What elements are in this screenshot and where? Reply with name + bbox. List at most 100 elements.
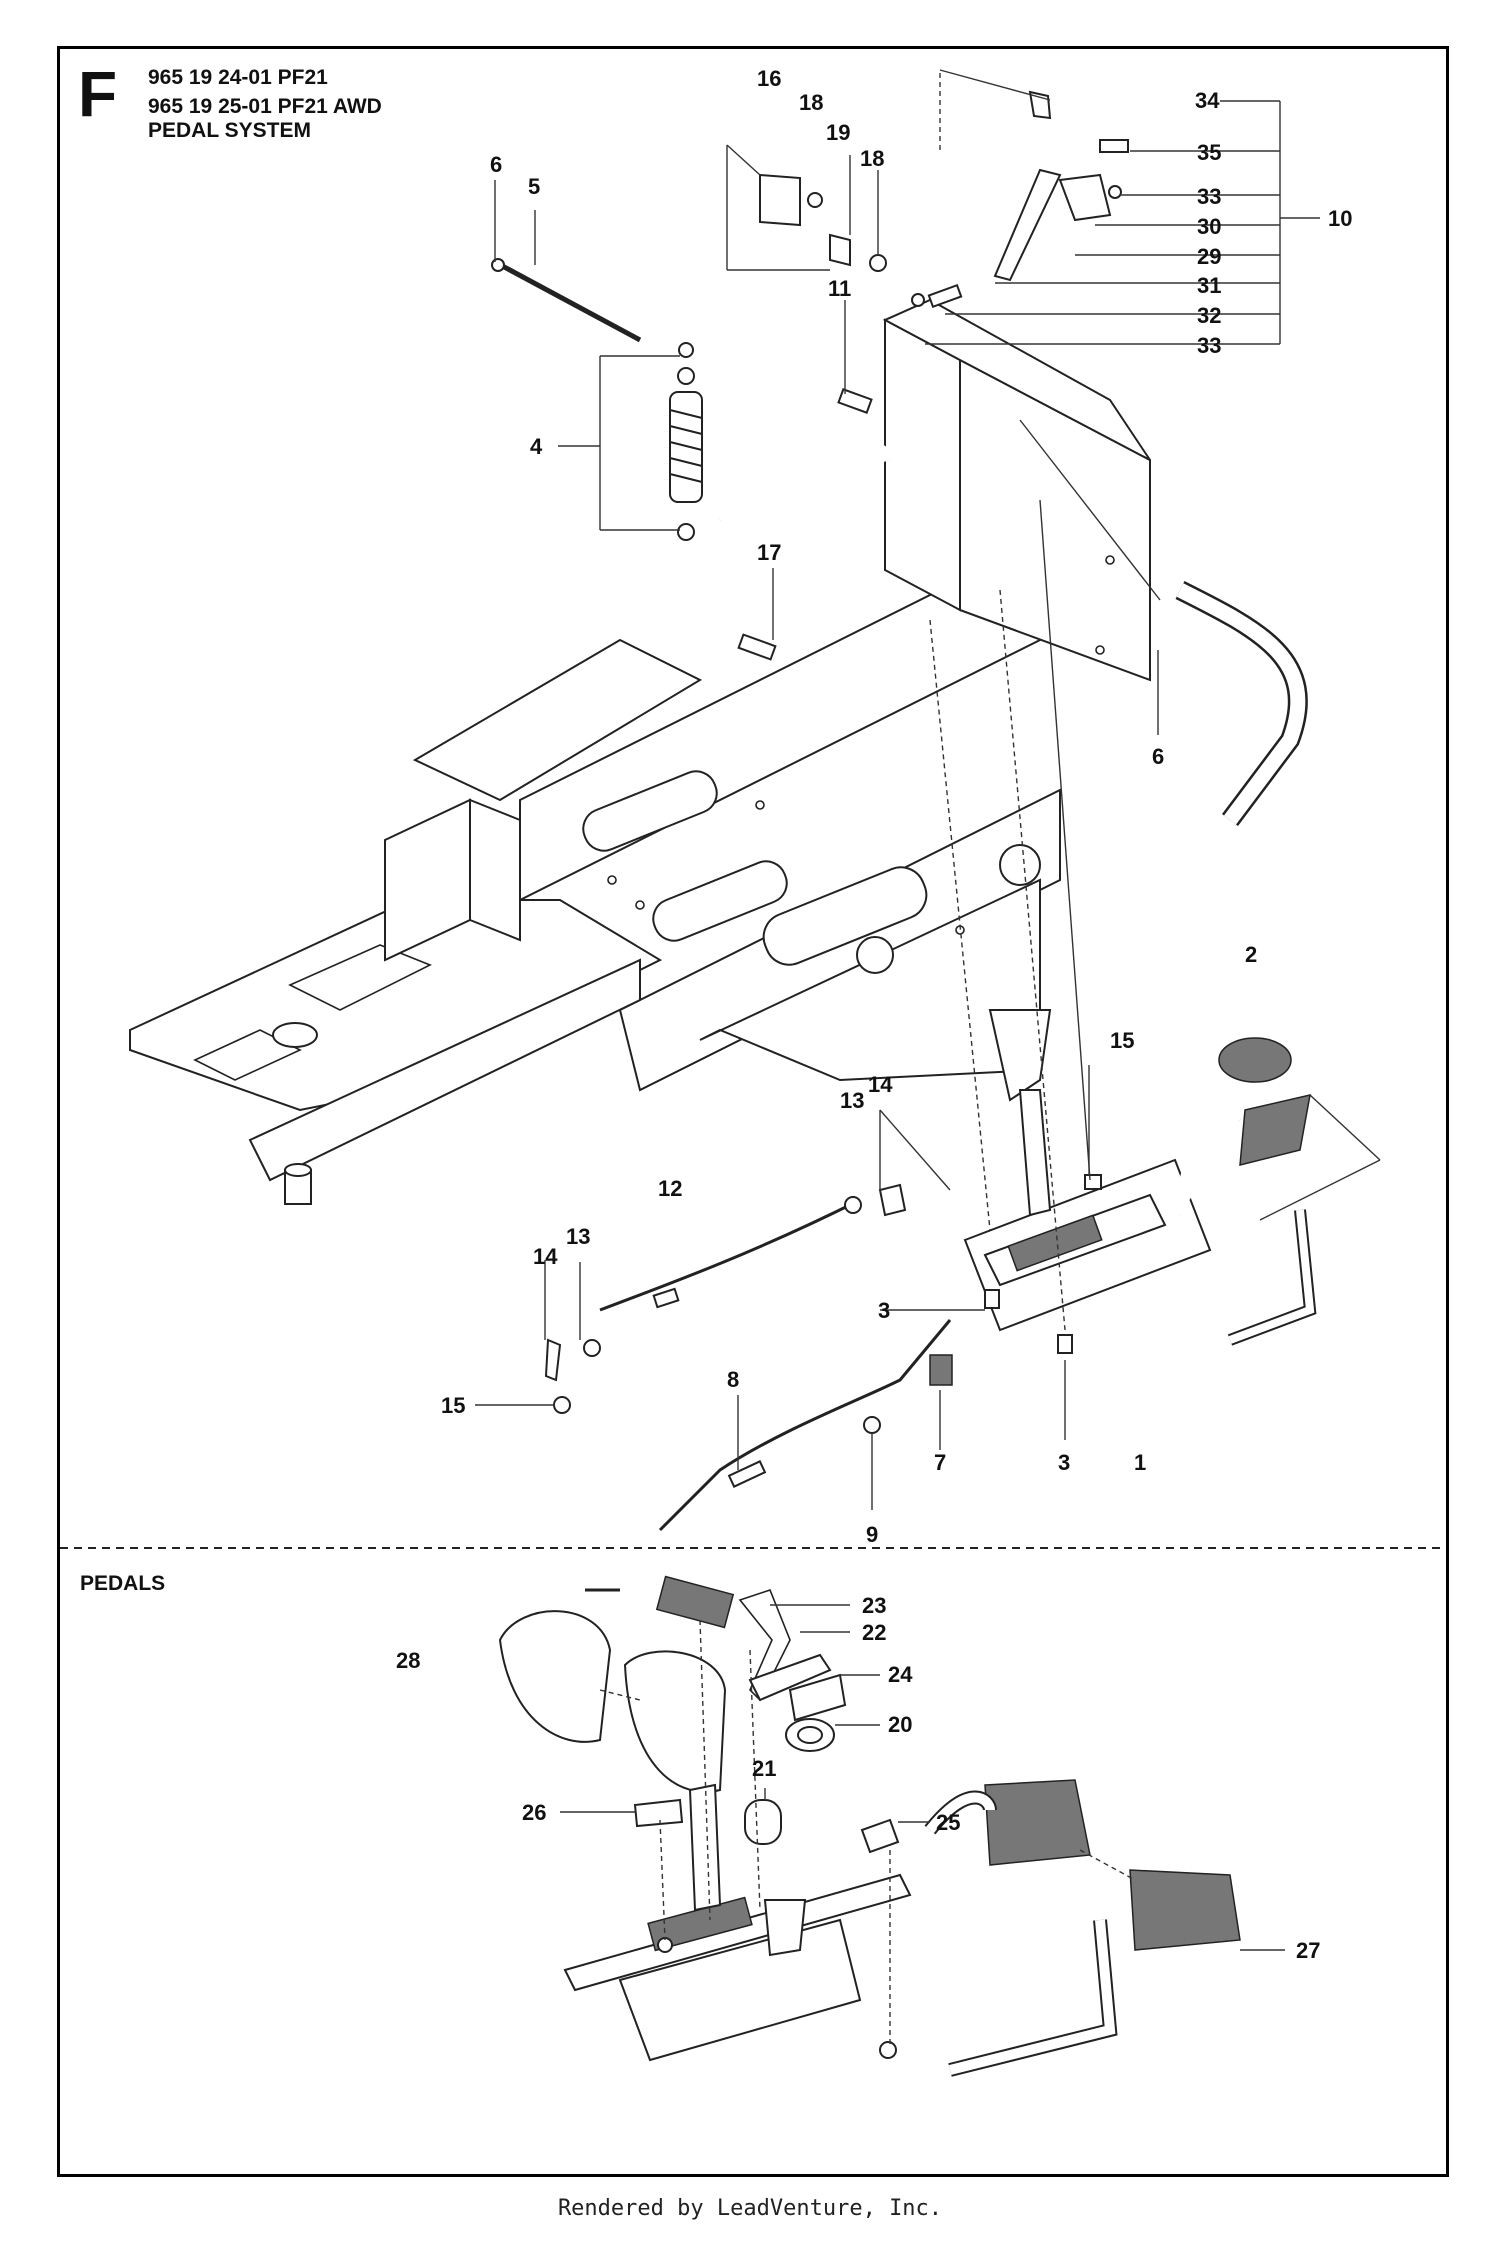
cable: [599, 1198, 861, 1312]
callout-27: 27: [1296, 1938, 1320, 1963]
brake-pedal-rod: [1175, 1112, 1242, 1216]
callout-7: 7: [934, 1450, 946, 1475]
frame-top-rail: [412, 638, 703, 802]
frame-bracket-right: [699, 878, 1041, 1082]
callout-34: 34: [1195, 88, 1220, 113]
bolt: [837, 388, 873, 414]
cables: [544, 1183, 1073, 1532]
cable-ferrule: [727, 1460, 767, 1488]
frame-box-side: [469, 798, 521, 942]
handle-bar-left: [714, 438, 896, 523]
frame-cross-tube-2: [652, 860, 788, 942]
frame-bushing-right: [999, 844, 1041, 886]
nut: [553, 1396, 571, 1414]
model-number-line-2: 965 19 25-01 PF21 AWD: [148, 95, 382, 118]
system-title: PEDAL SYSTEM: [148, 119, 311, 142]
spacer-bushing: [744, 1799, 782, 1845]
callout-1: 1: [1134, 1450, 1146, 1475]
callout-13-left: 13: [566, 1224, 590, 1249]
frame-hole: [635, 900, 645, 910]
clip: [863, 1416, 881, 1434]
rod: [493, 259, 642, 343]
pedal-pad-textured: [1239, 1094, 1311, 1166]
callout-9: 9: [866, 1522, 878, 1547]
pedal-lever: [688, 1783, 722, 1912]
pedal-pad-textured: [984, 1779, 1091, 1866]
callout-18-left: 18: [799, 90, 823, 115]
spring-hook-top: [677, 367, 695, 385]
callout-25: 25: [936, 1810, 960, 1835]
bracket: [759, 173, 801, 227]
pedals-section-title: PEDALS: [80, 1572, 166, 1595]
frame-cross-tube-1: [582, 770, 718, 852]
callout-32: 32: [1197, 303, 1221, 328]
pedal-assembly-upper: [963, 1009, 1317, 1346]
throttle-cable: [658, 1319, 952, 1532]
coil-spring: [655, 1575, 735, 1629]
frame-bushing: [856, 936, 894, 974]
retainer-clip: [860, 1818, 900, 1854]
callout-12: 12: [658, 1176, 682, 1201]
bushing-ring-inner: [797, 1726, 823, 1744]
floor-pan-recess: [288, 944, 432, 1011]
spring-hook-bottom: [677, 523, 695, 541]
callout-33-lower: 33: [1197, 333, 1221, 358]
frame-hole: [1105, 555, 1115, 565]
diagram-border: [57, 46, 1449, 2177]
frame-hole: [1095, 645, 1105, 655]
callout-28: 28: [396, 1648, 420, 1673]
callout-20: 20: [888, 1712, 912, 1737]
callout-14-left: 14: [533, 1244, 558, 1269]
bolt: [1057, 1334, 1073, 1354]
callout-29: 29: [1197, 244, 1221, 269]
nut: [583, 1339, 601, 1357]
nut: [657, 1937, 673, 1953]
frame-mount-post-top: [284, 1163, 312, 1177]
nut: [807, 192, 823, 208]
callout-15-lower: 15: [441, 1393, 465, 1418]
floor-pan-recess-small: [193, 1029, 302, 1081]
callout-6-right: 6: [1152, 744, 1164, 769]
pedal-cover: [498, 1610, 612, 1743]
pedal-cap-textured: [1218, 1037, 1292, 1083]
floor-pan-hole: [272, 1022, 318, 1048]
frame-lower-rail: [248, 958, 641, 1182]
callout-19: 19: [826, 120, 850, 145]
pedal-pad-upper: [988, 1009, 1052, 1102]
tension-spring: [929, 1354, 953, 1386]
plastic-block: [788, 1673, 847, 1722]
shim-plate: [633, 1798, 684, 1828]
pedal-base-block: [618, 1918, 862, 2062]
callout-3-left: 3: [878, 1298, 890, 1323]
washer: [1108, 185, 1122, 199]
callout-2: 2: [1245, 942, 1257, 967]
bolt: [1099, 139, 1129, 153]
section-letter: F: [78, 58, 118, 130]
callout-labels: 34 35 33 30 10 29 31 32 33 16 18 19 18 1…: [396, 66, 1352, 1963]
footer-credit: Rendered by LeadVenture, Inc.: [557, 2196, 943, 2221]
callout-4: 4: [530, 434, 543, 459]
callout-5: 5: [528, 174, 540, 199]
clip: [491, 258, 505, 272]
callout-15-upper: 15: [1110, 1028, 1134, 1053]
washer: [911, 293, 925, 307]
model-number-line-1: 965 19 24-01 PF21: [148, 66, 328, 89]
pedal-pad-textured: [1129, 1869, 1241, 1951]
pin: [927, 283, 963, 309]
pedal-rod-lower: [948, 1919, 1116, 2075]
callout-21: 21: [752, 1756, 776, 1781]
cable-ferrule: [652, 1287, 680, 1309]
pedal-arm: [1018, 1089, 1052, 1217]
nut: [678, 342, 694, 358]
callout-35: 35: [1197, 140, 1221, 165]
latch-plate: [748, 1653, 832, 1702]
nut: [869, 254, 887, 272]
pedal-rod-extension: [1228, 1209, 1315, 1344]
ball-joint: [878, 1183, 907, 1217]
linkage-bracket: [1058, 173, 1112, 222]
callout-11: 11: [828, 276, 851, 301]
pedal-rod: [926, 1792, 995, 1834]
callout-24: 24: [888, 1662, 913, 1687]
callout-31: 31: [1197, 273, 1221, 298]
